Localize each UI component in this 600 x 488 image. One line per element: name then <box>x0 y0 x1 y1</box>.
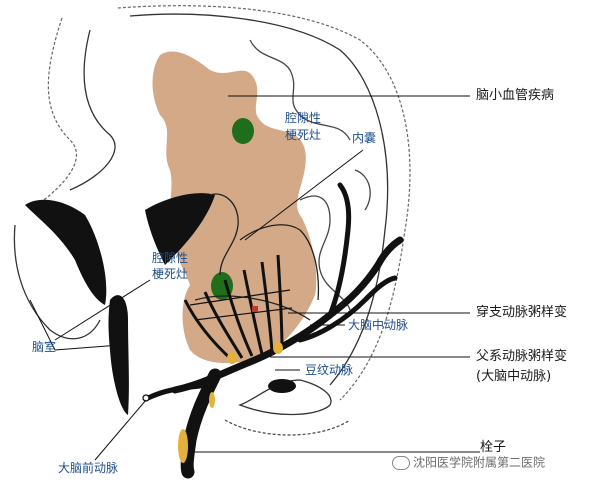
label-aca: 大脑前动脉 <box>58 461 119 475</box>
anterior-cerebral-artery <box>145 383 203 401</box>
label-thrombus: 栓子 <box>480 440 507 455</box>
outer-cortex-outline <box>29 5 411 401</box>
ventricle-left <box>25 199 107 305</box>
watermark: 沈阳医学院附属第二医院 <box>392 456 545 470</box>
temporal-ventricle <box>268 379 296 393</box>
aca-end <box>142 394 150 402</box>
plaque-carotid <box>209 392 215 408</box>
left-lobe-outline <box>13 224 101 340</box>
inner-cortex-outline <box>69 13 389 386</box>
wechat-icon <box>392 456 410 470</box>
label-internal-capsule: 内囊 <box>352 131 377 145</box>
label-mca: 大脑中动脉 <box>348 318 409 332</box>
perforator-cross-lines <box>189 289 293 321</box>
label-lacune-mid-line2: 梗死灶 <box>152 267 189 281</box>
thrombus <box>178 429 188 463</box>
label-parent-atheroma-sub: (大脑中动脉) <box>476 369 552 384</box>
label-lacune-mid-line1: 腔隙性 <box>152 251 189 265</box>
ventricle-right <box>145 193 215 265</box>
watermark-text: 沈阳医学院附属第二医院 <box>413 455 546 470</box>
temporal-outline <box>238 379 332 416</box>
label-lenticulostriate: 豆纹动脉 <box>305 363 354 377</box>
label-small-vessel-disease: 脑小血管疾病 <box>476 88 555 103</box>
ventricle-lower <box>108 295 129 415</box>
plaque-1 <box>227 352 237 364</box>
label-lacune-top-line1: 腔隙性 <box>285 111 322 125</box>
label-perforator-atheroma: 穿支动脉粥样变 <box>476 305 568 320</box>
label-ventricle: 脑室 <box>32 340 57 354</box>
infarct-upper <box>232 118 254 144</box>
carotid-artery <box>180 368 222 479</box>
leader-lines <box>29 95 480 461</box>
red-mark <box>252 306 258 312</box>
mca-branch-upper <box>327 182 352 318</box>
mca-branch-lower <box>297 275 398 343</box>
label-parent-atheroma: 父系动脉粥样变 <box>476 349 568 364</box>
plaque-2 <box>273 342 283 354</box>
lower-outline <box>224 419 351 436</box>
label-lacune-top-line2: 梗死灶 <box>285 128 322 142</box>
